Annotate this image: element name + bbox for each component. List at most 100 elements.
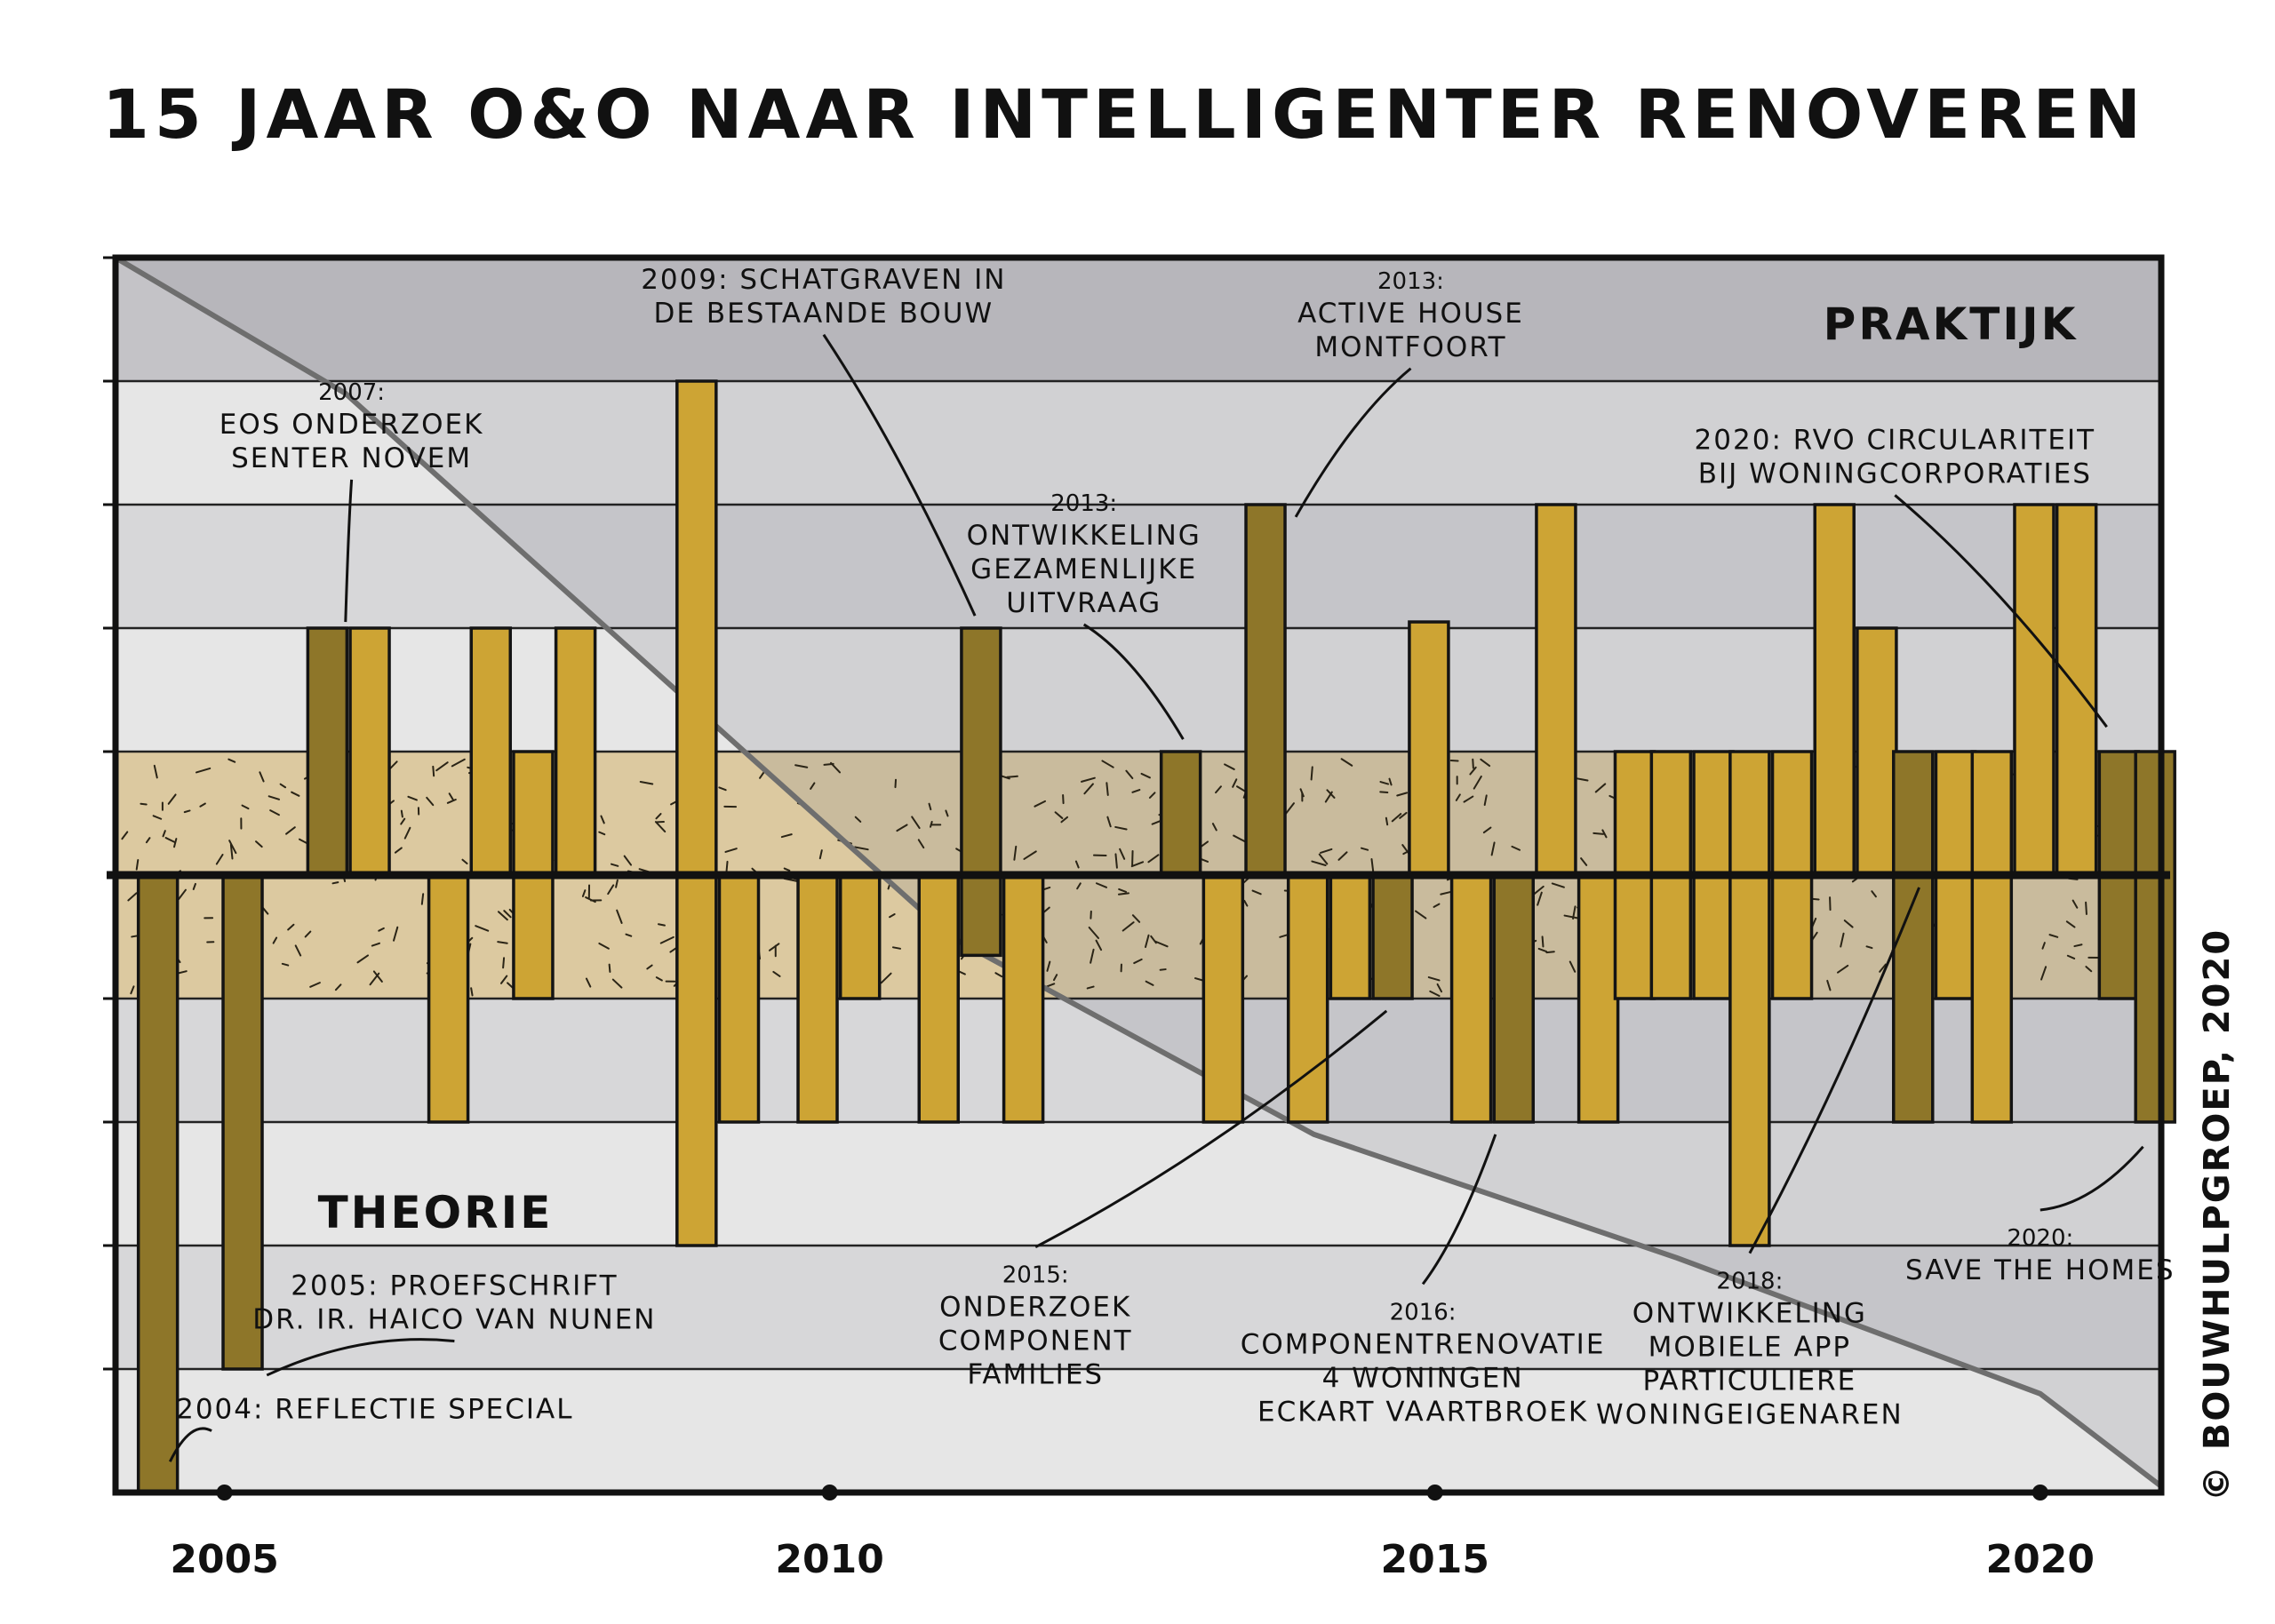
bar xyxy=(306,626,349,877)
texture-fleck xyxy=(183,809,191,814)
annotation-leader xyxy=(1082,623,1185,740)
bar xyxy=(1813,503,1856,877)
texture-fleck xyxy=(281,962,290,967)
bar xyxy=(554,626,597,877)
bar xyxy=(717,873,761,1124)
bar xyxy=(136,873,180,1494)
annotation-line: 2016: xyxy=(1390,1299,1457,1325)
texture-fleck xyxy=(400,817,406,825)
texture-fleck xyxy=(1284,802,1295,816)
texture-fleck xyxy=(1006,775,1018,778)
texture-fleck xyxy=(1125,769,1134,780)
band-row xyxy=(116,1246,2161,1369)
trend-line xyxy=(113,255,2164,1490)
annotation-line: EOS ONDERZOEK xyxy=(220,409,484,441)
texture-fleck xyxy=(1106,816,1112,828)
texture-fleck xyxy=(1013,845,1018,861)
texture-fleck xyxy=(810,782,816,790)
texture-fleck xyxy=(1360,847,1369,851)
texture-fleck xyxy=(854,846,869,851)
texture-fleck xyxy=(823,762,834,766)
texture-fleck xyxy=(772,970,781,977)
bar xyxy=(1244,503,1287,877)
texture-fleck xyxy=(215,854,224,865)
texture-fleck xyxy=(945,809,949,817)
texture-fleck xyxy=(1840,932,1845,948)
annotation-leader xyxy=(168,1427,212,1462)
texture-fleck xyxy=(615,879,619,888)
texture-fleck xyxy=(1572,905,1577,920)
texture-fleck xyxy=(598,942,610,950)
x-tick-mark xyxy=(216,1485,233,1501)
texture-fleck xyxy=(1140,772,1151,779)
texture-fleck xyxy=(1114,825,1128,831)
texture-fleck xyxy=(1311,860,1327,866)
texture-fleck xyxy=(1106,782,1109,796)
texture-fleck xyxy=(426,796,435,807)
texture-fleck xyxy=(164,837,176,843)
annotation: 2004: REFLECTIE SPECIAL xyxy=(168,1394,573,1462)
texture-fleck xyxy=(659,935,675,944)
annotation-leader xyxy=(1034,1009,1388,1249)
texture-fleck xyxy=(759,771,765,779)
bar xyxy=(1201,873,1245,1124)
texture-fleck xyxy=(1436,983,1443,993)
bar xyxy=(960,626,1002,958)
texture-fleck xyxy=(880,972,892,984)
annotation-line: GEZAMENLIJKE xyxy=(970,553,1197,585)
texture-fleck xyxy=(420,893,425,905)
texture-fleck xyxy=(607,884,615,896)
texture-fleck xyxy=(889,913,896,919)
band-row xyxy=(116,381,2161,505)
annotation-line: ONTWIKKELING xyxy=(967,520,1201,552)
bar xyxy=(1492,873,1536,1124)
texture-fleck xyxy=(1415,910,1427,919)
texture-fleck xyxy=(135,859,140,871)
texture-fleck xyxy=(598,831,606,836)
bar xyxy=(2013,503,2055,877)
texture-fleck xyxy=(393,926,399,942)
texture-fleck xyxy=(152,815,163,820)
texture-fleck xyxy=(372,970,383,983)
texture-fleck xyxy=(1147,854,1160,864)
annotation-line: PARTICULIERE xyxy=(1643,1365,1857,1397)
texture-fleck xyxy=(2065,920,2076,928)
texture-fleck xyxy=(928,802,932,811)
texture-fleck xyxy=(446,798,457,804)
texture-fleck xyxy=(1455,793,1461,801)
texture-fleck xyxy=(448,792,454,801)
texture-fleck xyxy=(309,982,321,988)
texture-fleck xyxy=(1865,945,1873,950)
texture-fleck xyxy=(1483,794,1488,807)
texture-fleck xyxy=(654,821,667,833)
texture-fleck xyxy=(228,758,236,763)
x-tick-label: 2020 xyxy=(1986,1537,2095,1582)
texture-fleck xyxy=(228,840,237,855)
texture-fleck xyxy=(1388,777,1393,786)
texture-fleck xyxy=(1319,848,1333,854)
annotation-line: 2007: xyxy=(318,379,385,406)
texture-fleck xyxy=(854,816,862,823)
texture-fleck xyxy=(1251,889,1262,896)
texture-fleck xyxy=(655,813,662,820)
texture-fleck xyxy=(371,942,380,947)
band-row xyxy=(116,258,2161,381)
bar xyxy=(427,873,470,1124)
annotation: 2020:SAVE THE HOMES xyxy=(1905,1145,2174,1286)
annotation-line: ONDERZOEK xyxy=(939,1292,1131,1324)
chart-title: 15 JAAR O&O NAAR INTELLIGENTER RENOVEREN xyxy=(102,75,2146,154)
texture-fleck xyxy=(2073,943,2083,948)
texture-fleck xyxy=(192,882,196,890)
annotation-line: 2004: REFLECTIE SPECIAL xyxy=(176,1394,573,1426)
annotation-line: 2015: xyxy=(1002,1262,1069,1289)
texture-fleck xyxy=(794,764,809,768)
texture-fleck xyxy=(894,778,898,789)
texture-fleck xyxy=(1537,891,1543,906)
texture-fleck xyxy=(1114,853,1118,869)
texture-fleck xyxy=(2071,899,2079,909)
texture-fleck xyxy=(1569,960,1577,973)
texture-fleck xyxy=(1122,921,1135,932)
